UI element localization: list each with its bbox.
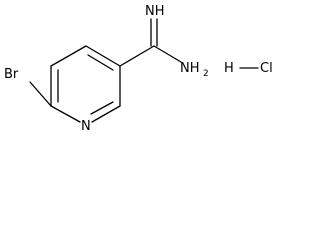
bond-ring-amidine-c — [119, 45, 155, 67]
ring-double-bond-inner-1 — [87, 54, 114, 71]
pyridine-ring — [50, 45, 121, 123]
ring-double-bond-inner-3 — [90, 101, 114, 115]
amine-subscript: 2 — [203, 69, 209, 79]
amine-nh-label: NH — [180, 61, 200, 76]
ring-bond-c5-n — [91, 105, 121, 123]
bond-c-amine — [153, 45, 182, 63]
ring-bond-c1-c2 — [50, 45, 87, 67]
chlorine-salt-label: Cl — [260, 61, 273, 76]
chemical-structure: Br N NH NH 2 H Cl — [4, 4, 273, 134]
bond-ring-br — [29, 81, 52, 107]
ring-bond-c3-c4 — [85, 45, 121, 67]
ring-nitrogen-label: N — [81, 119, 91, 134]
hydrogen-salt-label: H — [224, 61, 234, 76]
ring-bond-n-c6 — [50, 105, 81, 123]
bromine-label: Br — [4, 67, 19, 82]
imine-nh-label: NH — [145, 4, 165, 19]
